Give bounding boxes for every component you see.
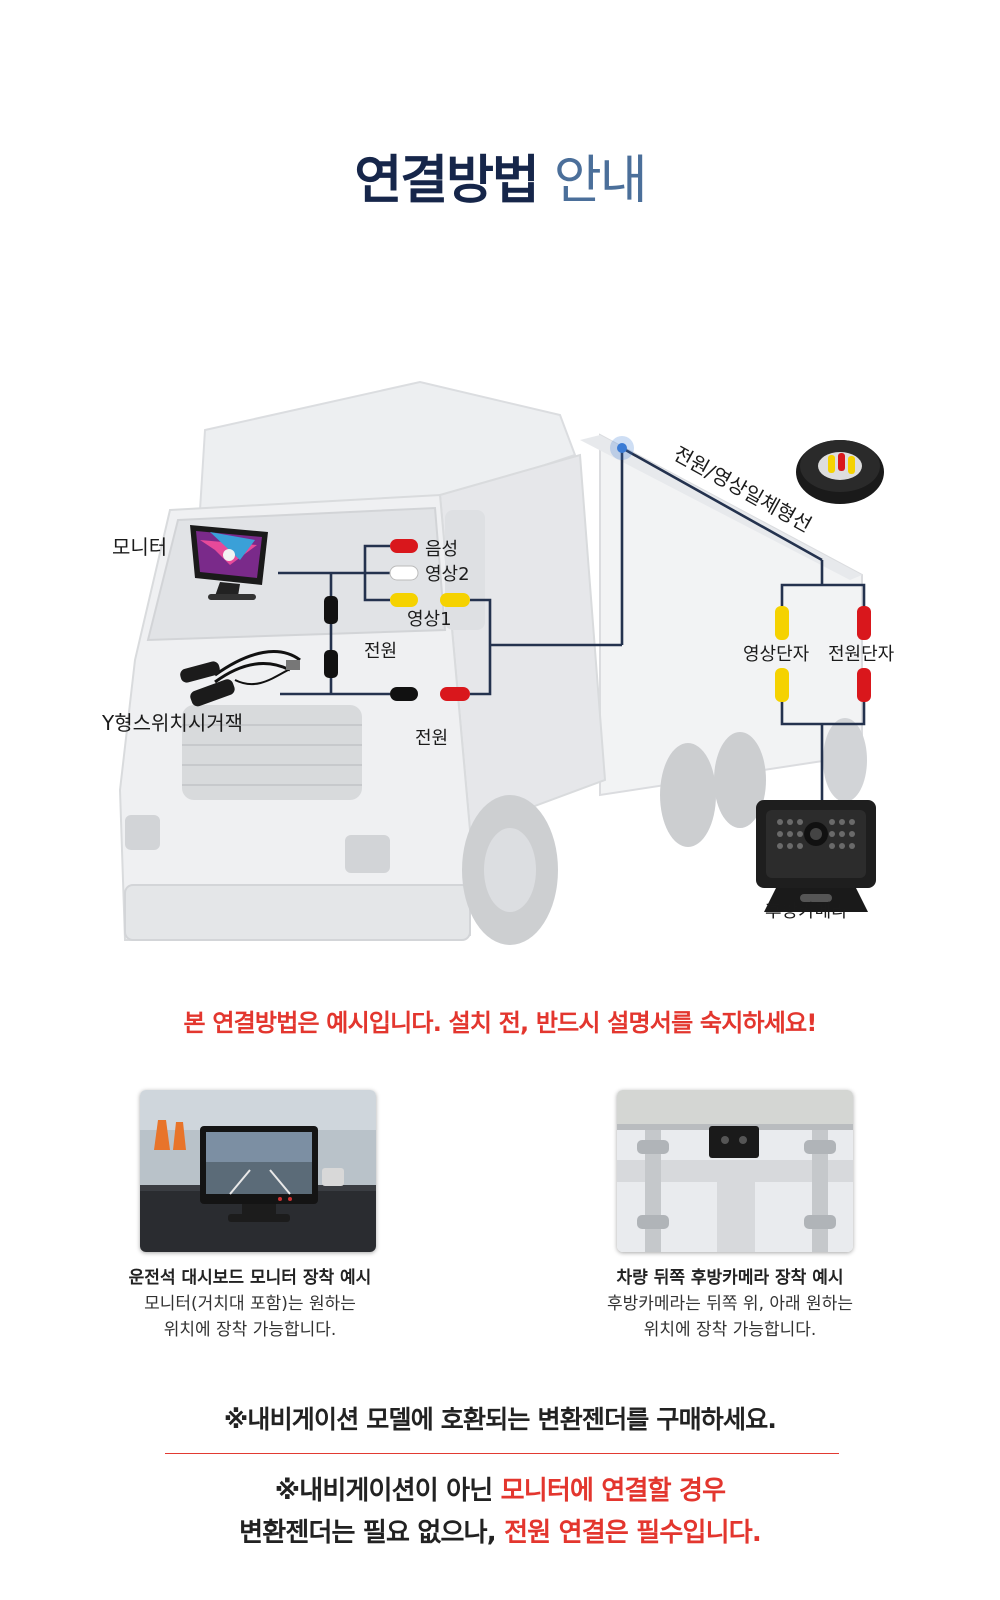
terminal-power-bottom: [857, 668, 871, 702]
label-power-b: 전원: [415, 728, 448, 749]
rear-camera-photo: [617, 1090, 853, 1252]
note-divider: [165, 1453, 839, 1454]
monitor-icon: [190, 525, 268, 600]
example-caption-camera: 차량 뒤쪽 후방카메라 장착 예시 후방카메라는 뒤쪽 위, 아래 원하는 위치…: [540, 1265, 920, 1343]
example-camera-line1: 후방카메라는 뒤쪽 위, 아래 원하는: [607, 1294, 853, 1314]
note2-part-b: 모니터에 연결할 경우: [500, 1476, 726, 1506]
plug-power-red: [440, 687, 470, 701]
warning-text: 본 연결방법은 예시입니다. 설치 전, 반드시 설명서를 숙지하세요!: [183, 1009, 818, 1037]
plug-video2-white: [389, 565, 419, 581]
example-monitor-line2: 위치에 장착 가능합니다.: [163, 1320, 337, 1340]
bumper: [124, 884, 471, 941]
title-part2: 안내: [553, 151, 648, 211]
label-video2: 영상2: [425, 564, 470, 585]
wire-monitor-branch: [335, 544, 390, 575]
headlight-right: [345, 835, 390, 873]
example-camera-line2: 위치에 장착 가능합니다.: [643, 1320, 817, 1340]
plug-video1-female: [440, 593, 470, 607]
rear-camera-icon: [756, 800, 876, 912]
label-video-terminal: 영상단자: [743, 644, 810, 665]
cable-reel-icon: [796, 440, 884, 504]
plug-power-black-lower: [324, 650, 338, 678]
label-power-terminal: 전원단자: [828, 644, 895, 665]
connection-diagram: 모니터 음성 영상2 영상1 전원 전원 Y형스위치시거잭 전원/영상일체형선 …: [101, 380, 895, 945]
example-monitor-line1: 모니터(거치대 포함)는 원하는: [144, 1294, 356, 1314]
plug-audio-red: [390, 539, 418, 553]
headlight-left: [125, 815, 160, 850]
note2-line1: ※내비게이션이 아닌 모니터에 연결할 경우: [0, 1470, 1000, 1512]
note2-part-d: 전원 연결은 필수입니다.: [504, 1518, 762, 1548]
note2-part-a: ※내비게이션이 아닌: [274, 1476, 501, 1506]
note-monitor-connection: ※내비게이션이 아닌 모니터에 연결할 경우 변환젠더는 필요 없으나, 전원 …: [0, 1470, 1000, 1554]
example-camera-heading: 차량 뒤쪽 후방카메라 장착 예시: [616, 1268, 844, 1288]
note2-line2: 변환젠더는 필요 없으나, 전원 연결은 필수입니다.: [0, 1512, 1000, 1554]
grille: [182, 705, 362, 800]
dashboard-monitor-photo: [140, 1090, 376, 1252]
page-title: 연결방법 안내: [0, 138, 1000, 213]
label-y-socket: Y형스위치시거잭: [101, 711, 243, 735]
plugs: [324, 539, 871, 702]
plug-power-black: [390, 687, 418, 701]
note-gender: ※내비게이션 모델에 호환되는 변환젠더를 구매하세요.: [223, 1405, 777, 1434]
example-caption-monitor: 운전석 대시보드 모니터 장착 예시 모니터(거치대 포함)는 원하는 위치에 …: [60, 1265, 440, 1343]
plug-video1-yellow: [390, 593, 418, 607]
terminal-power-top: [857, 606, 871, 640]
label-video1: 영상1: [407, 609, 452, 630]
wire-integrated: [621, 446, 823, 562]
terminal-video-top: [775, 606, 789, 640]
note2-part-c: 변환젠더는 필요 없으나,: [239, 1518, 505, 1548]
label-monitor: 모니터: [112, 535, 167, 559]
label-rear-camera: 후방카메라: [765, 901, 848, 922]
y-socket-icon: [180, 650, 301, 707]
trailer-wheels: [660, 718, 867, 847]
title-part1: 연결방법: [354, 151, 539, 211]
label-audio: 음성: [425, 539, 458, 560]
terminal-video-bottom: [775, 668, 789, 702]
example-monitor-heading: 운전석 대시보드 모니터 장착 예시: [128, 1268, 372, 1288]
plug-power-black-upper: [324, 596, 338, 624]
label-power-a: 전원: [364, 641, 397, 662]
